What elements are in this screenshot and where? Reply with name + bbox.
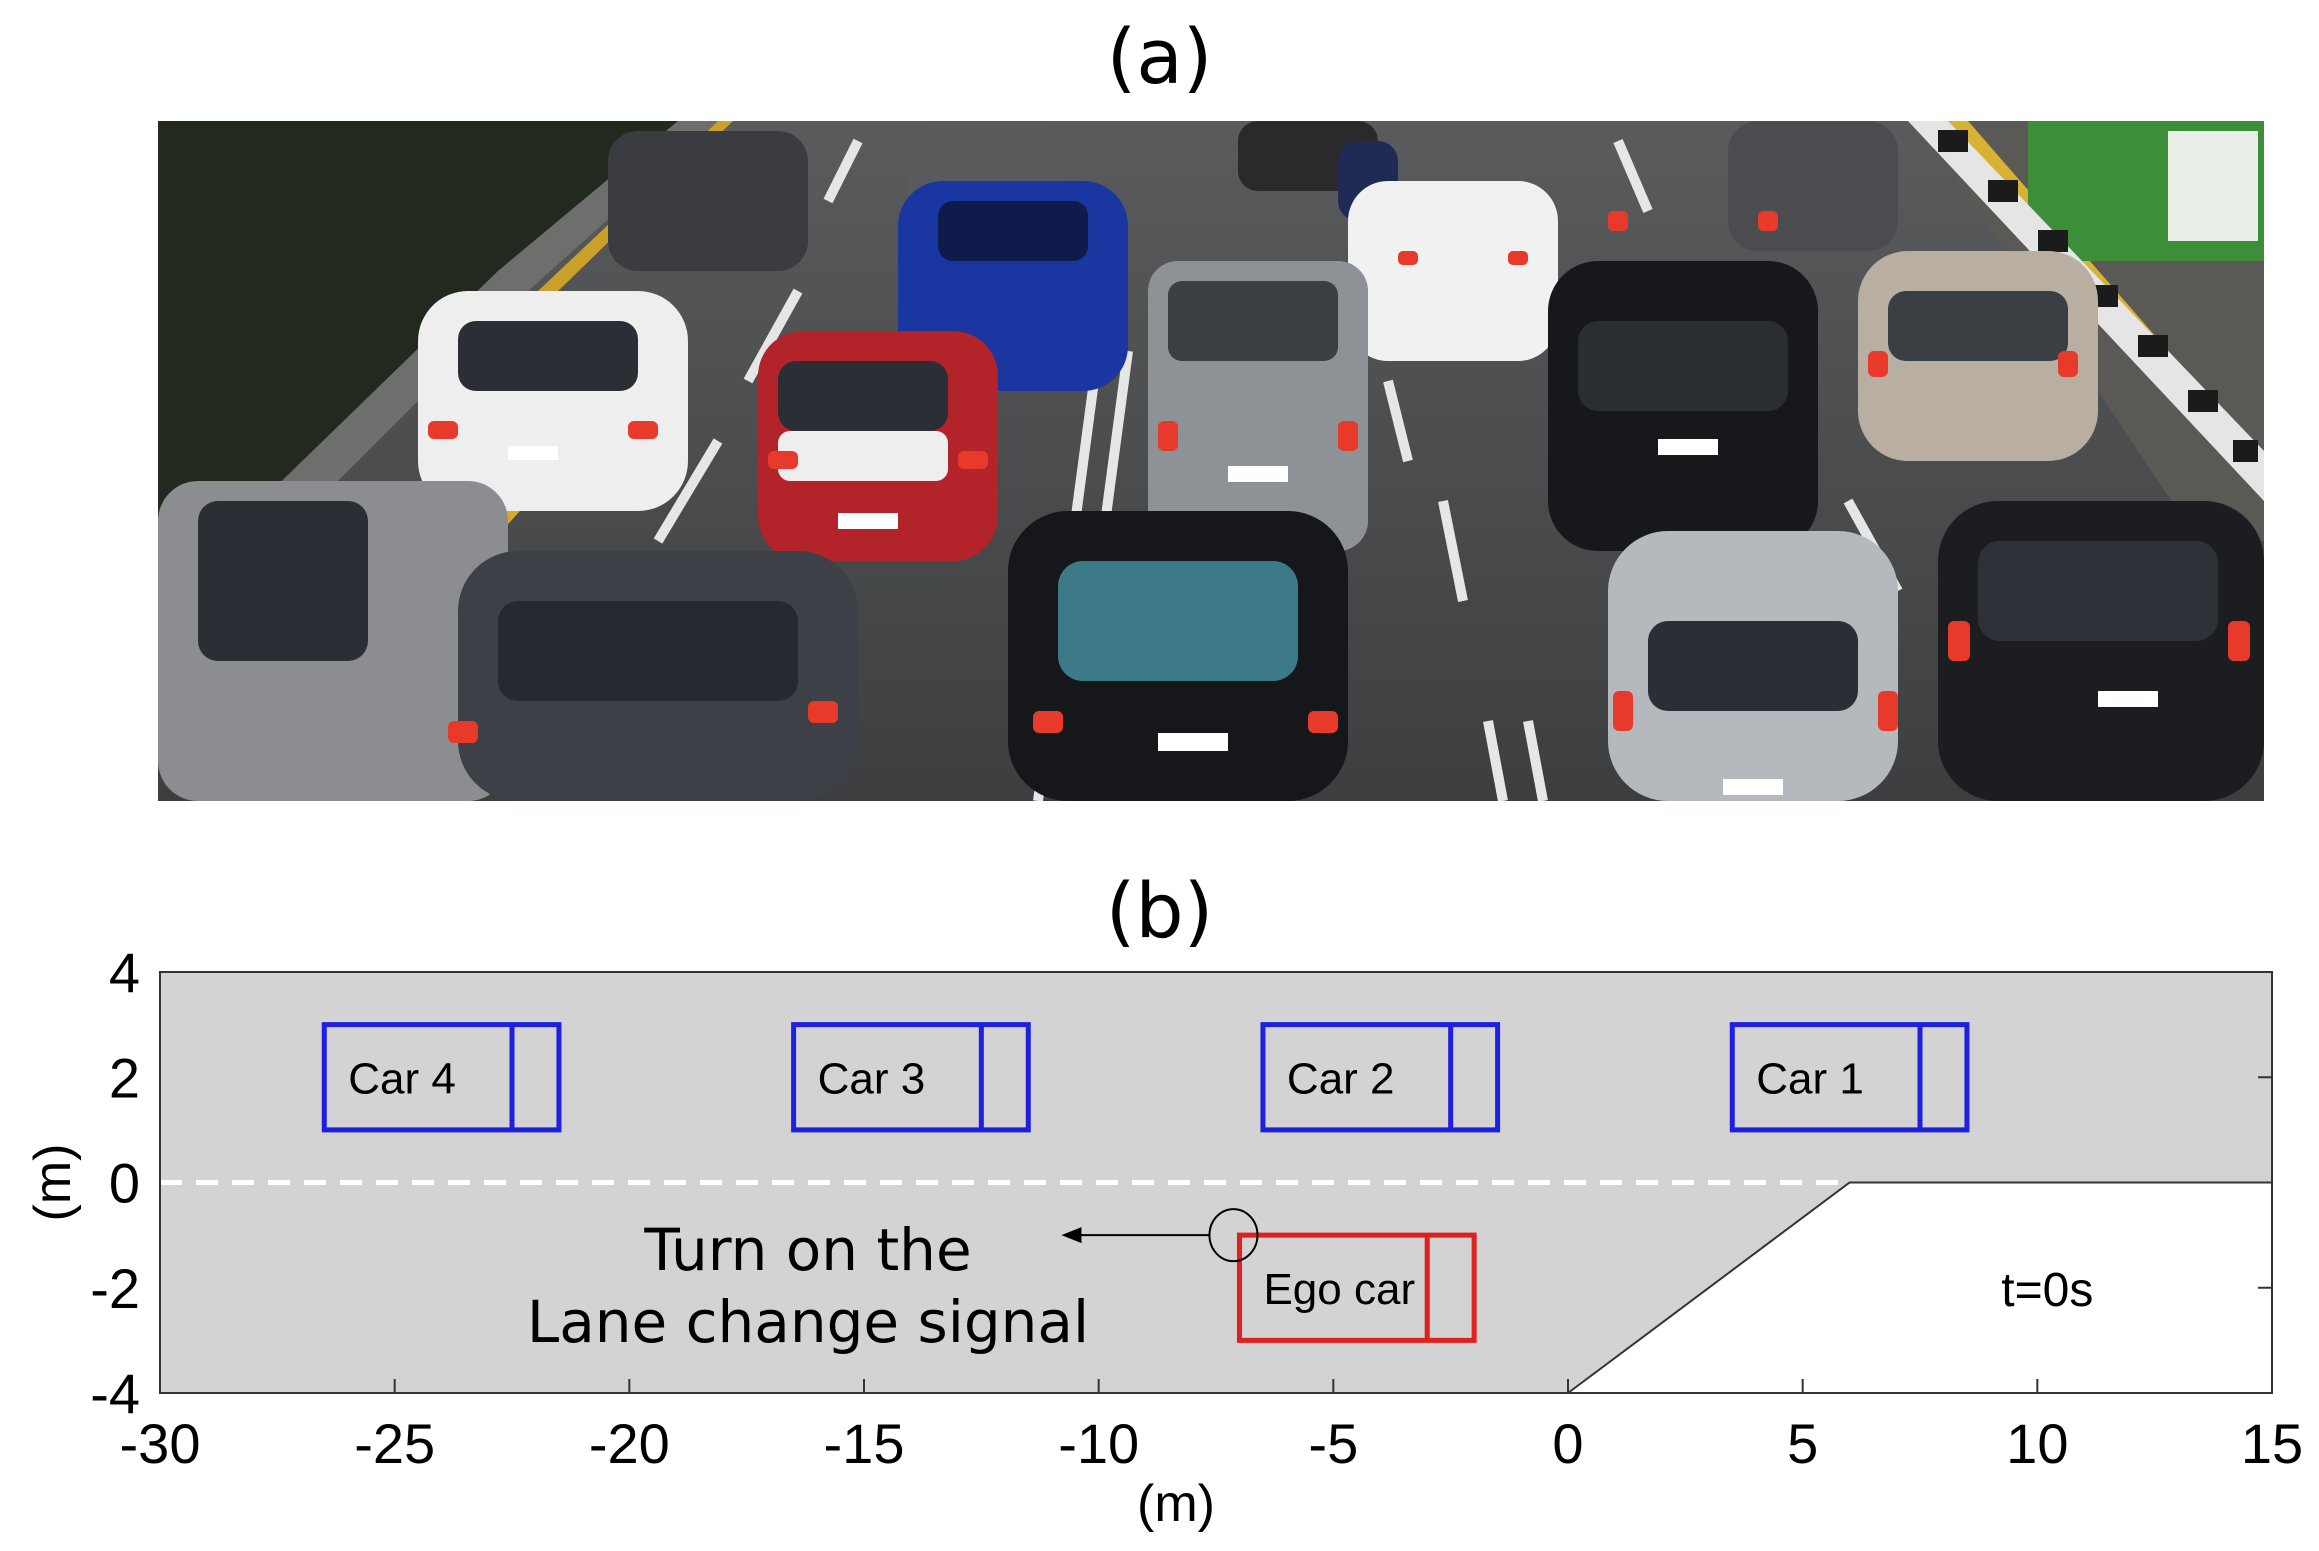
car-1-box — [1729, 1022, 1970, 1133]
car-4-box — [321, 1022, 562, 1133]
panel-b-label: (b) — [1105, 866, 1214, 955]
time-label: t=0s — [2001, 1264, 2093, 1317]
y-axis-label: (m) — [24, 1144, 82, 1222]
x-tick-label: -15 — [824, 1412, 905, 1475]
y-tick-label: 4 — [109, 941, 140, 1004]
road-edge-line — [1567, 1181, 2272, 1394]
y-tick-label: 2 — [109, 1046, 140, 1109]
y-tick-label: -2 — [90, 1257, 140, 1320]
x-tick-label: -10 — [1058, 1412, 1139, 1475]
merge-end-area — [1568, 1182, 2272, 1393]
x-tick-label: -20 — [589, 1412, 670, 1475]
x-tick-label: 5 — [1787, 1412, 1818, 1475]
x-tick-label: -25 — [354, 1412, 435, 1475]
traffic-photo-icon — [158, 121, 2264, 801]
y-tick-label: -4 — [90, 1362, 140, 1425]
ego-car-box — [1236, 1232, 1477, 1343]
car-1-label: Car 1 — [1756, 1054, 1864, 1103]
x-tick-label: 0 — [1552, 1412, 1583, 1475]
car-2-box — [1260, 1022, 1501, 1133]
car-2-label: Car 2 — [1287, 1054, 1395, 1103]
car-4-label: Car 4 — [348, 1054, 456, 1103]
car-3-box — [791, 1022, 1031, 1133]
x-tick-label: 15 — [2241, 1412, 2303, 1475]
car-3-label: Car 3 — [818, 1054, 926, 1103]
signal-annotation-line2: Lane change signal — [527, 1288, 1089, 1356]
y-tick-label: 0 — [109, 1152, 140, 1215]
panel-a-label: (a) — [1106, 12, 1213, 101]
signal-arrow-head — [1061, 1227, 1082, 1244]
ego-car-label: Ego car — [1263, 1265, 1415, 1314]
traffic-photo — [158, 121, 2264, 801]
x-tick-label: -5 — [1308, 1412, 1358, 1475]
signal-annotation-line1: Turn on the — [643, 1216, 971, 1284]
x-tick-label: -30 — [120, 1412, 201, 1475]
x-axis-label: (m) — [1137, 1475, 1215, 1533]
x-tick-label: 10 — [2006, 1412, 2068, 1475]
